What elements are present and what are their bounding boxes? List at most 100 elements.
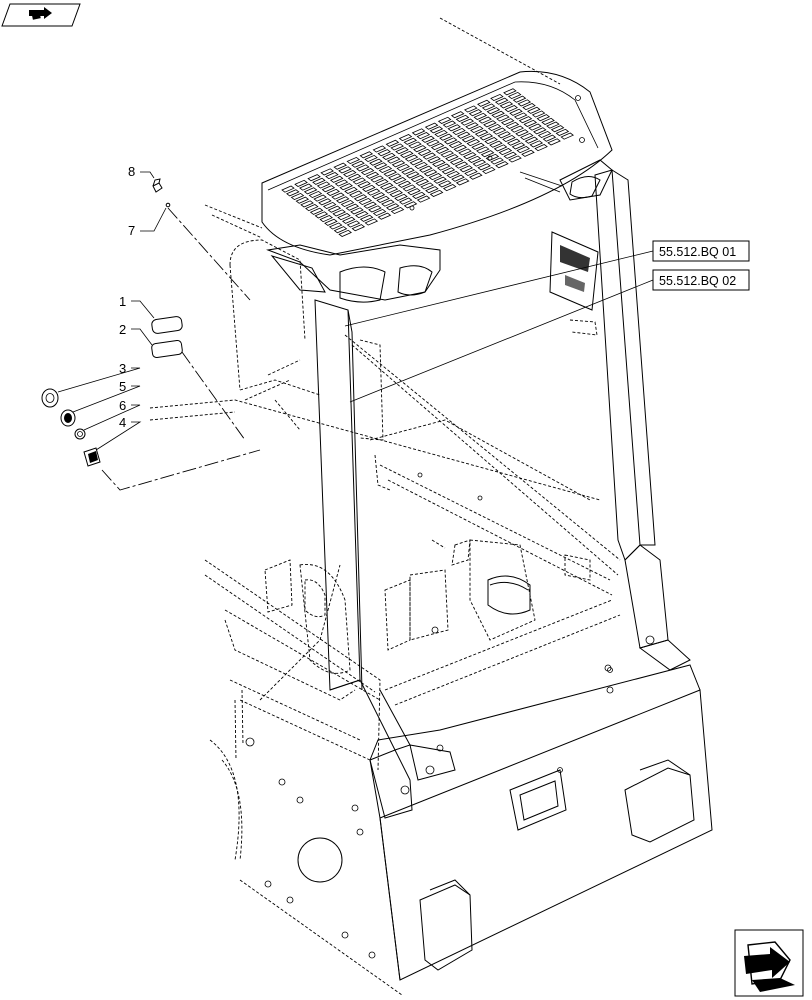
roof-grid-cell: [438, 180, 452, 188]
roof-grid-cell: [480, 150, 495, 158]
roof-grid-cell: [340, 199, 355, 208]
cab-decal: [549, 231, 599, 311]
roof-grid-cell: [460, 118, 475, 126]
roof-grid-cell: [466, 139, 481, 147]
roof-grid-cell: [419, 165, 433, 173]
roof-grid-cell: [295, 196, 310, 204]
roof-grid-cell: [555, 128, 570, 136]
roof-grid-cell: [491, 110, 505, 118]
roof-grid-cell: [347, 173, 362, 181]
roof-grid-cell: [451, 174, 465, 182]
roof-grid-cell: [341, 216, 356, 224]
roof-grid-cell: [471, 142, 485, 150]
roof-grid-cell: [464, 168, 478, 177]
roof-grid-cell: [494, 97, 509, 105]
roof-grid-cell: [412, 191, 426, 199]
roof-grid-cell: [429, 189, 444, 197]
roof-grid-cell: [377, 212, 392, 220]
roof-grid-cell: [338, 166, 352, 174]
roof-grid-cell: [299, 183, 313, 191]
roof-grid-cell: [513, 112, 528, 120]
roof-grid-cell: [394, 193, 408, 201]
roof-grid-cell: [411, 128, 426, 136]
roof-grid-cell: [364, 218, 379, 226]
roof-grid-cell: [316, 181, 331, 189]
page-nav-icon[interactable]: [1, 3, 81, 27]
roof-grid-cell: [489, 140, 503, 148]
callout-2: 2: [119, 322, 126, 337]
roof-grid-cell: [442, 184, 457, 192]
roof-grid-cell: [542, 134, 557, 142]
cab-roof: [204, 17, 613, 256]
reference-link-1[interactable]: 55.512.BQ 01: [344, 240, 750, 327]
callout-5: 5: [119, 379, 126, 394]
roof-grid-cell: [534, 144, 548, 152]
roof-grid-cell: [467, 155, 482, 163]
roof-grid-cell: [376, 195, 390, 203]
roof-grid-cell: [508, 155, 522, 163]
roof-grid-cell: [428, 173, 443, 181]
roof-grid-cell: [524, 136, 539, 144]
roof-grid-cell: [396, 163, 410, 172]
roof-grid-cell: [478, 116, 492, 124]
roof-grid-cell: [370, 175, 384, 183]
roof-grid-cell: [440, 150, 454, 158]
part-2-decal: [151, 339, 183, 359]
roof-grid-cell: [468, 109, 483, 117]
roof-grid-cell: [338, 229, 352, 237]
roof-grid-cell: [372, 145, 387, 153]
roof-grid-cell: [527, 106, 541, 114]
roof-grid-cell: [359, 151, 374, 159]
roof-grid-cell: [397, 180, 412, 188]
roof-grid-cell: [371, 192, 386, 200]
roof-grid-cell: [337, 213, 351, 221]
roof-grid-cell: [351, 224, 366, 232]
callout-3: 3: [119, 361, 126, 376]
roof-grid-cell: [345, 203, 360, 211]
callout-labels: 8 7 1 2 3 5 6 4: [119, 164, 135, 430]
roof-grid-cell: [403, 201, 418, 209]
roof-grid-cell: [456, 131, 471, 139]
roof-grid-cell: [318, 198, 332, 206]
roof-grid-cell: [517, 99, 532, 107]
roof-grid-cell: [368, 205, 382, 213]
roof-grid-cell: [398, 197, 413, 205]
roof-grid-cell: [343, 170, 357, 178]
roof-grid-cell: [439, 133, 453, 141]
roof-grid-cell: [537, 130, 552, 139]
roof-grid-cell: [327, 205, 342, 213]
roof-grid-cell: [321, 185, 336, 193]
roof-grid-cell: [516, 146, 530, 154]
roof-grid-cell: [515, 129, 529, 137]
roof-grid-cell: [455, 178, 470, 186]
roof-grid-cell: [423, 169, 438, 177]
roof-grid-cell: [400, 150, 414, 158]
roof-grid-cell: [434, 129, 448, 138]
roof-grid-cell: [358, 197, 373, 206]
roof-grid-cell: [503, 88, 517, 96]
roof-grid-cell: [331, 192, 345, 200]
roof-grid-cell: [484, 137, 498, 145]
part-5-grommet: [60, 409, 76, 427]
roof-grid-cell: [320, 168, 334, 176]
cab-posts: [314, 169, 691, 751]
roof-grid-cell: [529, 140, 544, 148]
roof-grid-cell: [388, 173, 402, 181]
roof-grid-cell: [509, 108, 523, 116]
roof-grid-cell: [300, 200, 314, 208]
cab-front-lights: [266, 95, 613, 303]
roof-grid-cell: [325, 172, 339, 180]
roof-grid-cell: [560, 132, 574, 140]
roof-grid-cell: [447, 124, 461, 132]
roof-grid-cell: [389, 190, 403, 198]
reference-link-2[interactable]: 55.512.BQ 02: [349, 269, 750, 403]
roof-grid-cell: [426, 139, 440, 147]
roof-grid-cell: [445, 154, 459, 162]
roof-grid-cell: [286, 189, 300, 197]
roof-grid-cell: [541, 117, 555, 125]
next-page-arrow-icon[interactable]: [734, 929, 804, 997]
roof-grid-cell: [481, 103, 496, 111]
roof-grid-cell: [378, 165, 393, 174]
roof-grid-cell: [442, 120, 457, 128]
roof-grid-cell: [402, 184, 417, 192]
